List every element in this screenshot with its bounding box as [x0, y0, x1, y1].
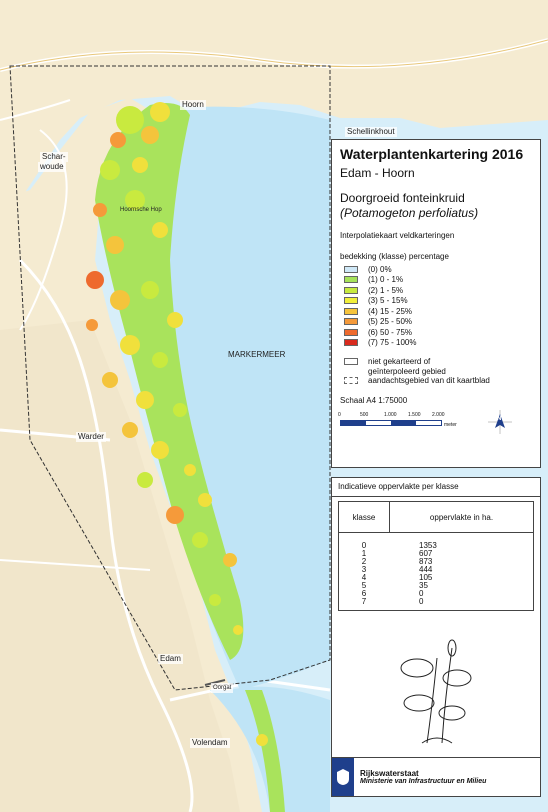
area-table-class-cell: 2 [361, 557, 367, 566]
area-table-area-cell: 105 [419, 573, 433, 582]
legend-swatch [344, 265, 358, 273]
legend-class-label: (0) 0% [368, 264, 392, 274]
legend-class-label: (7) 75 - 100% [368, 338, 417, 348]
map-title: Waterplantenkartering 2016 [340, 146, 524, 162]
logo-line-1: Rijkswaterstaat [360, 769, 419, 778]
area-table-area-cell: 444 [419, 565, 433, 574]
plant-illustration [397, 638, 477, 748]
legend-class-row: (2) 1 - 5% [340, 285, 532, 296]
area-table-area-cell: 0 [419, 589, 424, 598]
rijkswaterstaat-emblem-icon [332, 758, 354, 796]
area-table-header-area: oppervlakte in ha. [389, 502, 533, 532]
legend-class-label: (5) 25 - 50% [368, 317, 413, 327]
rijkswaterstaat-logo: Rijkswaterstaat Ministerie van Infrastru… [332, 757, 540, 796]
area-table-class-cell: 3 [361, 565, 367, 574]
vegetation-zone [95, 102, 244, 661]
area-table-class-cell: 6 [361, 589, 367, 598]
map-type: Interpolatiekaart veldkarteringen [340, 231, 455, 240]
place-label-volendam: Volendam [190, 738, 230, 748]
scale-bar: 0 500 1.000 1.500 2.000 meter N [338, 410, 532, 438]
place-label-scharwoude-1: Schar- [40, 152, 68, 162]
area-table-class-cell: 5 [361, 581, 367, 590]
place-label-edam: Edam [158, 654, 183, 664]
map-area: Edam - Hoorn [340, 166, 415, 180]
legend-class-row: (7) 75 - 100% [340, 338, 532, 349]
north-arrow-icon: N [488, 410, 512, 434]
legend-class-row: (3) 5 - 15% [340, 296, 532, 307]
species-name: Doorgroeid fonteinkruid [340, 191, 465, 205]
legend-class-label: (2) 1 - 5% [368, 285, 404, 295]
area-table-title: Indicatieve oppervlakte per klasse [332, 478, 540, 497]
legend-swatch [344, 286, 358, 294]
place-label-oorgat: Oorgat [211, 683, 234, 693]
area-table-class-cell: 0 [361, 541, 367, 550]
area-table-header-class: klasse [352, 512, 376, 522]
place-label-hoorn: Hoorn [180, 100, 206, 110]
place-label-scharwoude-2: woude [38, 162, 66, 172]
place-label-hoornsche-hop: Hoornsche Hop [120, 207, 162, 213]
area-table-panel: Indicatieve oppervlakte per klasse klass… [331, 477, 541, 797]
legend-class-label: (6) 50 - 75% [368, 327, 413, 337]
legend-class-label: (4) 15 - 25% [368, 306, 413, 316]
area-table-area-cell: 607 [419, 549, 433, 558]
scale-text: Schaal A4 1:75000 [340, 396, 408, 405]
legend-panel: Waterplantenkartering 2016 Edam - Hoorn … [331, 139, 541, 468]
area-table-class-cell: 7 [361, 597, 367, 606]
legend-class-row: (0) 0% [340, 264, 532, 275]
area-table-area-cell: 35 [419, 581, 428, 590]
place-label-schellinkhout: Schellinkhout [345, 127, 397, 137]
area-table-area-cell: 0 [419, 597, 424, 606]
legend-swatch [344, 328, 358, 336]
legend-classes: (0) 0%(1) 0 - 1%(2) 1 - 5%(3) 5 - 15%(4)… [340, 264, 532, 348]
area-table-area-cell: 1353 [419, 541, 437, 550]
legend-swatch-attention-area [344, 377, 358, 385]
legend-label-attention-area: aandachtsgebied van dit kaartblad [368, 376, 490, 386]
legend-class-row: (4) 15 - 25% [340, 306, 532, 317]
species-latin-name: (Potamogeton perfoliatus) [340, 206, 479, 220]
place-label-markermeer: MARKERMEER [228, 350, 286, 359]
legend-swatch [344, 276, 358, 284]
area-table-area-cell: 873 [419, 557, 433, 566]
legend-swatch [344, 318, 358, 326]
legend-label-not-mapped-1: niet gekarteerd of [368, 356, 431, 366]
vegetation-blobs [86, 102, 243, 635]
legend-class-row: (6) 50 - 75% [340, 327, 532, 338]
legend-swatch [344, 307, 358, 315]
legend-class-label: (1) 0 - 1% [368, 275, 404, 285]
legend-swatch [344, 339, 358, 347]
place-label-warder: Warder [76, 432, 106, 442]
classes-title: bedekking (klasse) percentage [340, 252, 449, 261]
area-table-class-cell: 1 [361, 549, 367, 558]
legend-swatch-not-mapped [344, 357, 358, 365]
legend-class-row: (5) 25 - 50% [340, 317, 532, 328]
legend-swatch [344, 297, 358, 305]
legend-class-row: (1) 0 - 1% [340, 275, 532, 286]
area-table-class-cell: 4 [361, 573, 367, 582]
attention-area-outline [9, 65, 331, 691]
legend-class-label: (3) 5 - 15% [368, 296, 408, 306]
legend-label-not-mapped-2: geïnterpoleerd gebied [368, 366, 446, 376]
logo-line-2: Ministerie van Infrastructuur en Milieu [360, 778, 487, 785]
